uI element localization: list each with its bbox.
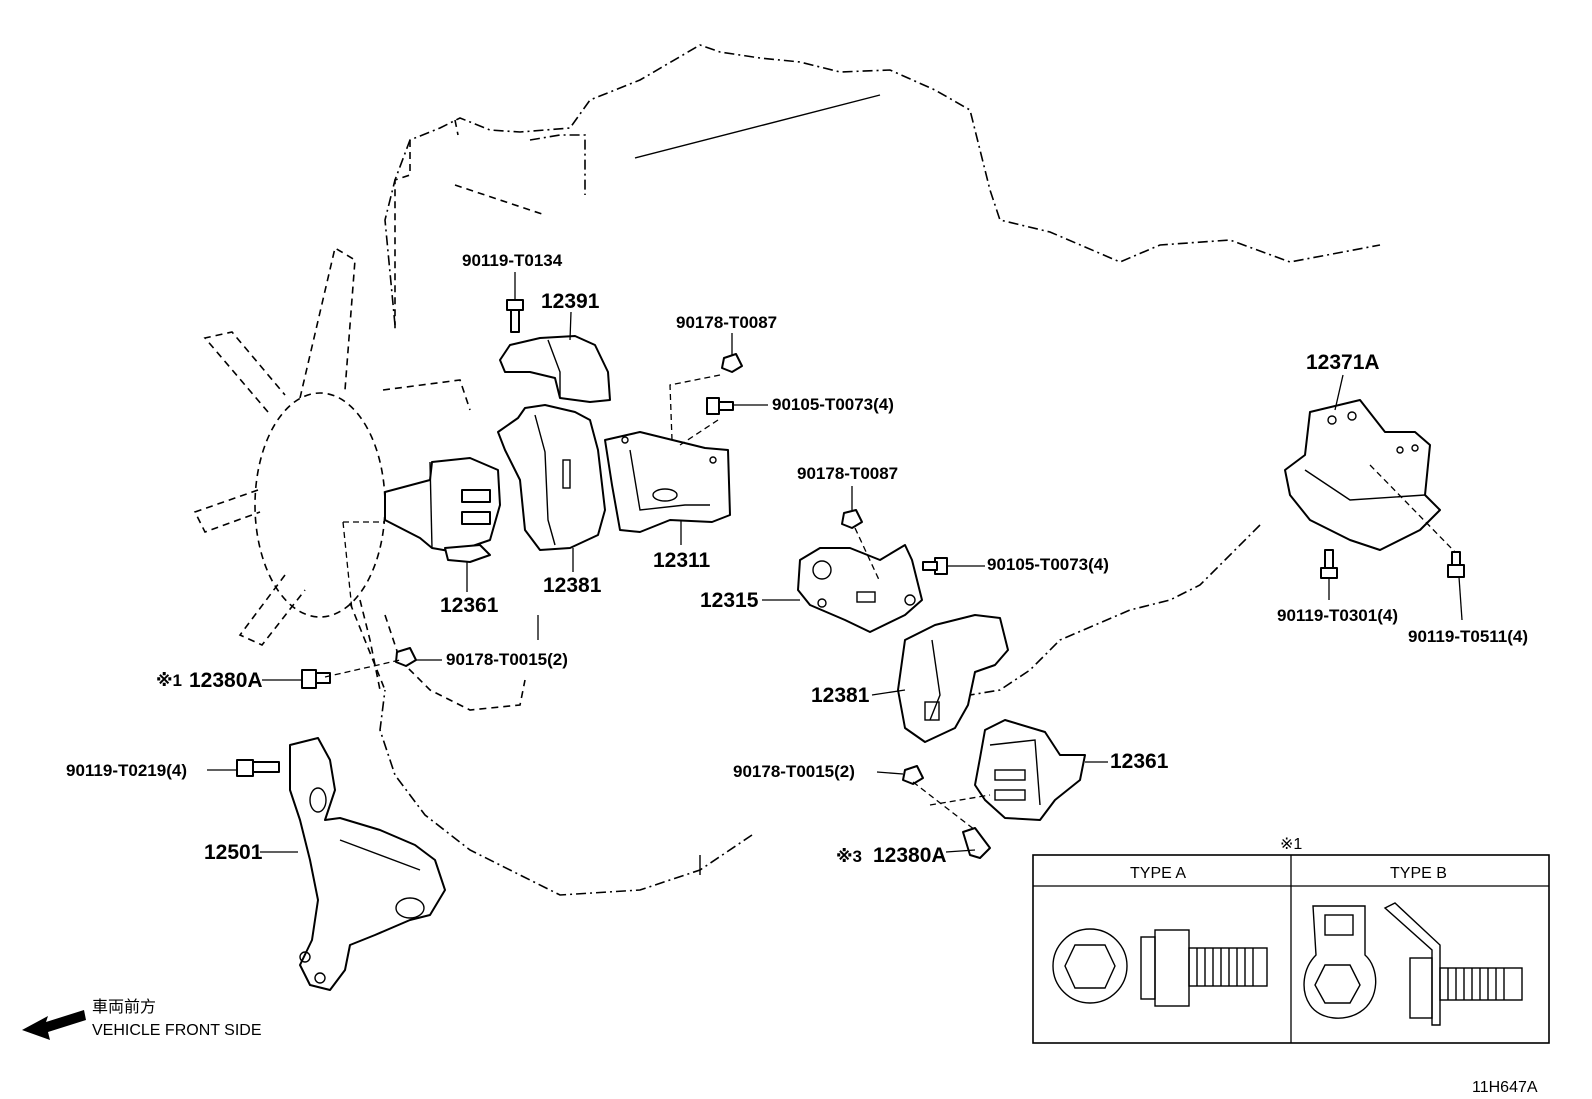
label-12380A-right: 12380A (873, 844, 947, 867)
label-stud-left-mark: ※1 (156, 671, 182, 690)
label-12380A-left: 12380A (189, 669, 263, 692)
nut-90178-T0087-mid[interactable] (841, 509, 863, 529)
detail-box-mark: ※1 (1280, 836, 1302, 853)
type-b-bolt-side (1383, 902, 1523, 1026)
label-90178-T0015-left: 90178-T0015(2) (446, 650, 568, 669)
label-12381-left: 12381 (543, 574, 602, 597)
label-90178-T0087-mid: 90178-T0087 (797, 464, 898, 483)
type-b-label: TYPE B (1390, 865, 1447, 882)
bolt-90105-T0073-mid[interactable] (922, 557, 948, 575)
label-12391: 12391 (541, 290, 600, 313)
label-90178-T0087-top: 90178-T0087 (676, 313, 777, 332)
label-12501: 12501 (204, 841, 263, 864)
engine-ghost-outline (379, 44, 1381, 896)
label-90105-T0073-mid: 90105-T0073(4) (987, 555, 1109, 574)
label-90178-T0015-right: 90178-T0015(2) (733, 762, 855, 781)
assembly-lines (324, 374, 1456, 831)
engine-mount-12361-left[interactable] (384, 457, 501, 563)
type-a-label: TYPE A (1130, 865, 1186, 882)
insulator-12381-right[interactable] (897, 614, 1009, 743)
label-90119-T0301: 90119-T0301(4) (1277, 606, 1398, 625)
label-12381-right: 12381 (811, 684, 870, 707)
label-90119-T0219: 90119-T0219(4) (66, 761, 187, 780)
label-12361-left: 12361 (440, 594, 499, 617)
engine-mount-bracket-12311[interactable] (604, 431, 731, 533)
type-b-bracket-face (1303, 905, 1377, 1019)
heat-insulator-12391[interactable] (499, 335, 611, 403)
label-90119-T0134: 90119-T0134 (462, 251, 563, 270)
engine-mount-12361-right[interactable] (974, 719, 1086, 821)
engine-mount-12371A[interactable] (1284, 399, 1441, 551)
bracket-12315[interactable] (797, 544, 923, 633)
nut-90178-T0015-left[interactable] (395, 647, 417, 667)
vehicle-front-english: VEHICLE FRONT SIDE (92, 1022, 262, 1039)
bracket-12501[interactable] (289, 737, 446, 991)
label-12311: 12311 (653, 549, 711, 572)
bolt-90119-T0219[interactable] (236, 759, 280, 777)
vehicle-front-indicator: 車両前方 VEHICLE FRONT SIDE (22, 998, 262, 1040)
bolt-90119-T0134[interactable] (506, 299, 524, 333)
insulator-12381-left[interactable] (497, 404, 606, 551)
part-labels: 90119-T0134 12391 90178-T0087 90105-T007… (66, 251, 1528, 867)
front-arrow-icon (22, 1010, 86, 1040)
stud-12380A-left[interactable] (301, 669, 331, 689)
leader-lines (207, 272, 1463, 853)
bolt-90119-T0511[interactable] (1447, 551, 1465, 578)
label-12361-right: 12361 (1110, 750, 1169, 773)
type-a-bolt-side (1140, 929, 1268, 1007)
label-stud-right-mark: ※3 (836, 847, 862, 866)
nut-90178-T0015-right[interactable] (902, 765, 924, 785)
nut-90178-T0087-top[interactable] (721, 353, 743, 373)
label-12371A: 12371A (1306, 351, 1380, 374)
label-90105-T0073-top: 90105-T0073(4) (772, 395, 894, 414)
stud-12380A-right[interactable] (962, 827, 991, 859)
bolt-90119-T0301[interactable] (1320, 549, 1338, 579)
label-90119-T0511: 90119-T0511(4) (1408, 627, 1528, 646)
vehicle-front-japanese: 車両前方 (92, 998, 156, 1016)
bolt-90105-T0073-top[interactable] (706, 397, 734, 415)
label-12315: 12315 (700, 589, 759, 612)
detail-box-type-a-b: ※1 TYPE A TYPE B (1032, 836, 1550, 1044)
figure-code: 11H647A (1472, 1079, 1538, 1096)
type-a-nut-face (1052, 928, 1128, 1004)
